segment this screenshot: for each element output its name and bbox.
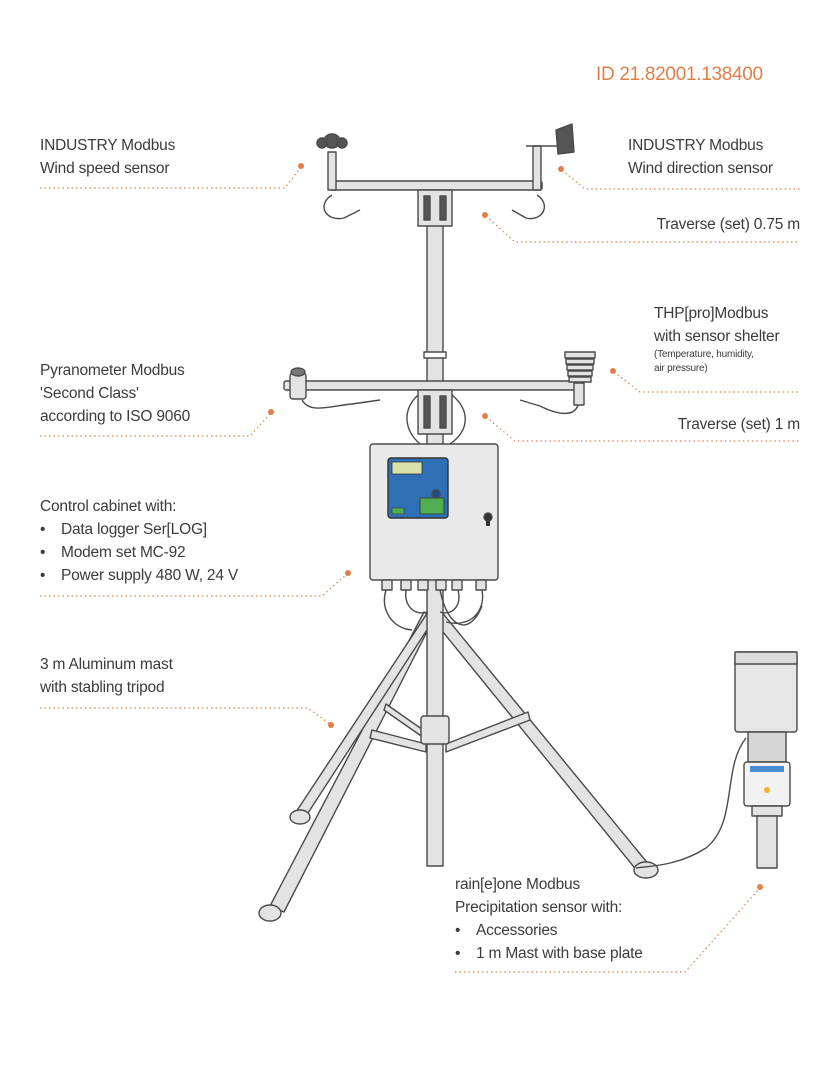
thp-sensor-shelter	[519, 351, 596, 415]
label-aluminum-mast: 3 m Aluminum mast with stabling tripod	[40, 656, 173, 696]
tripod-brace-right	[445, 711, 531, 753]
tripod-brace-back	[383, 703, 427, 739]
tripod-brace-left	[369, 729, 427, 753]
label-thp-sensor: THP[pro]Modbus with sensor shelter (Temp…	[654, 305, 780, 374]
cabinet-item: Modem set MC-92	[40, 541, 238, 564]
leader-wind-speed	[40, 167, 301, 189]
lower-traverse	[283, 380, 579, 391]
label-control-cabinet: Control cabinet with: Data logger Ser[LO…	[40, 495, 238, 587]
label-traverse-1: Traverse (set) 1 m	[677, 416, 801, 433]
rain-sensor-cable	[635, 737, 747, 869]
cabinet-item: Power supply 480 W, 24 V	[40, 564, 238, 587]
leader-thp	[613, 371, 800, 393]
leader-dots	[268, 163, 763, 890]
mast-collar	[420, 715, 450, 745]
upper-clamp	[417, 189, 453, 227]
tripod-foot-back	[289, 809, 311, 825]
lower-clamp	[417, 389, 453, 435]
rain-item: Accessories	[455, 919, 643, 942]
upper-traverse	[329, 180, 543, 191]
label-wind-direction-sensor: INDUSTRY Modbus Wind direction sensor	[628, 137, 773, 177]
document-id: ID 21.82001.138400	[596, 64, 763, 85]
cabinet-item: Data logger Ser[LOG]	[40, 518, 238, 541]
label-precipitation-sensor: rain[e]one Modbus Precipitation sensor w…	[455, 873, 643, 965]
wind-direction-post	[532, 145, 542, 191]
leader-lines	[40, 167, 800, 973]
leader-mast	[40, 707, 331, 725]
cable-glands	[381, 579, 487, 591]
mast-joint	[423, 351, 447, 359]
label-pyranometer: Pyranometer Modbus 'Second Class' accord…	[40, 362, 191, 425]
wind-speed-post	[327, 151, 337, 191]
leader-pyranometer	[40, 413, 271, 437]
leader-wind-direction	[561, 169, 800, 190]
tripod-foot-left	[258, 904, 282, 922]
leader-rain	[455, 887, 761, 973]
label-traverse-075: Traverse (set) 0.75 m	[656, 216, 801, 233]
tripod-leg-back	[295, 611, 437, 817]
precipitation-sensor	[734, 651, 798, 869]
label-wind-speed-sensor: INDUSTRY Modbus Wind speed sensor	[40, 137, 176, 177]
pyranometer-body	[289, 372, 307, 400]
rain-item: 1 m Mast with base plate	[455, 942, 643, 965]
